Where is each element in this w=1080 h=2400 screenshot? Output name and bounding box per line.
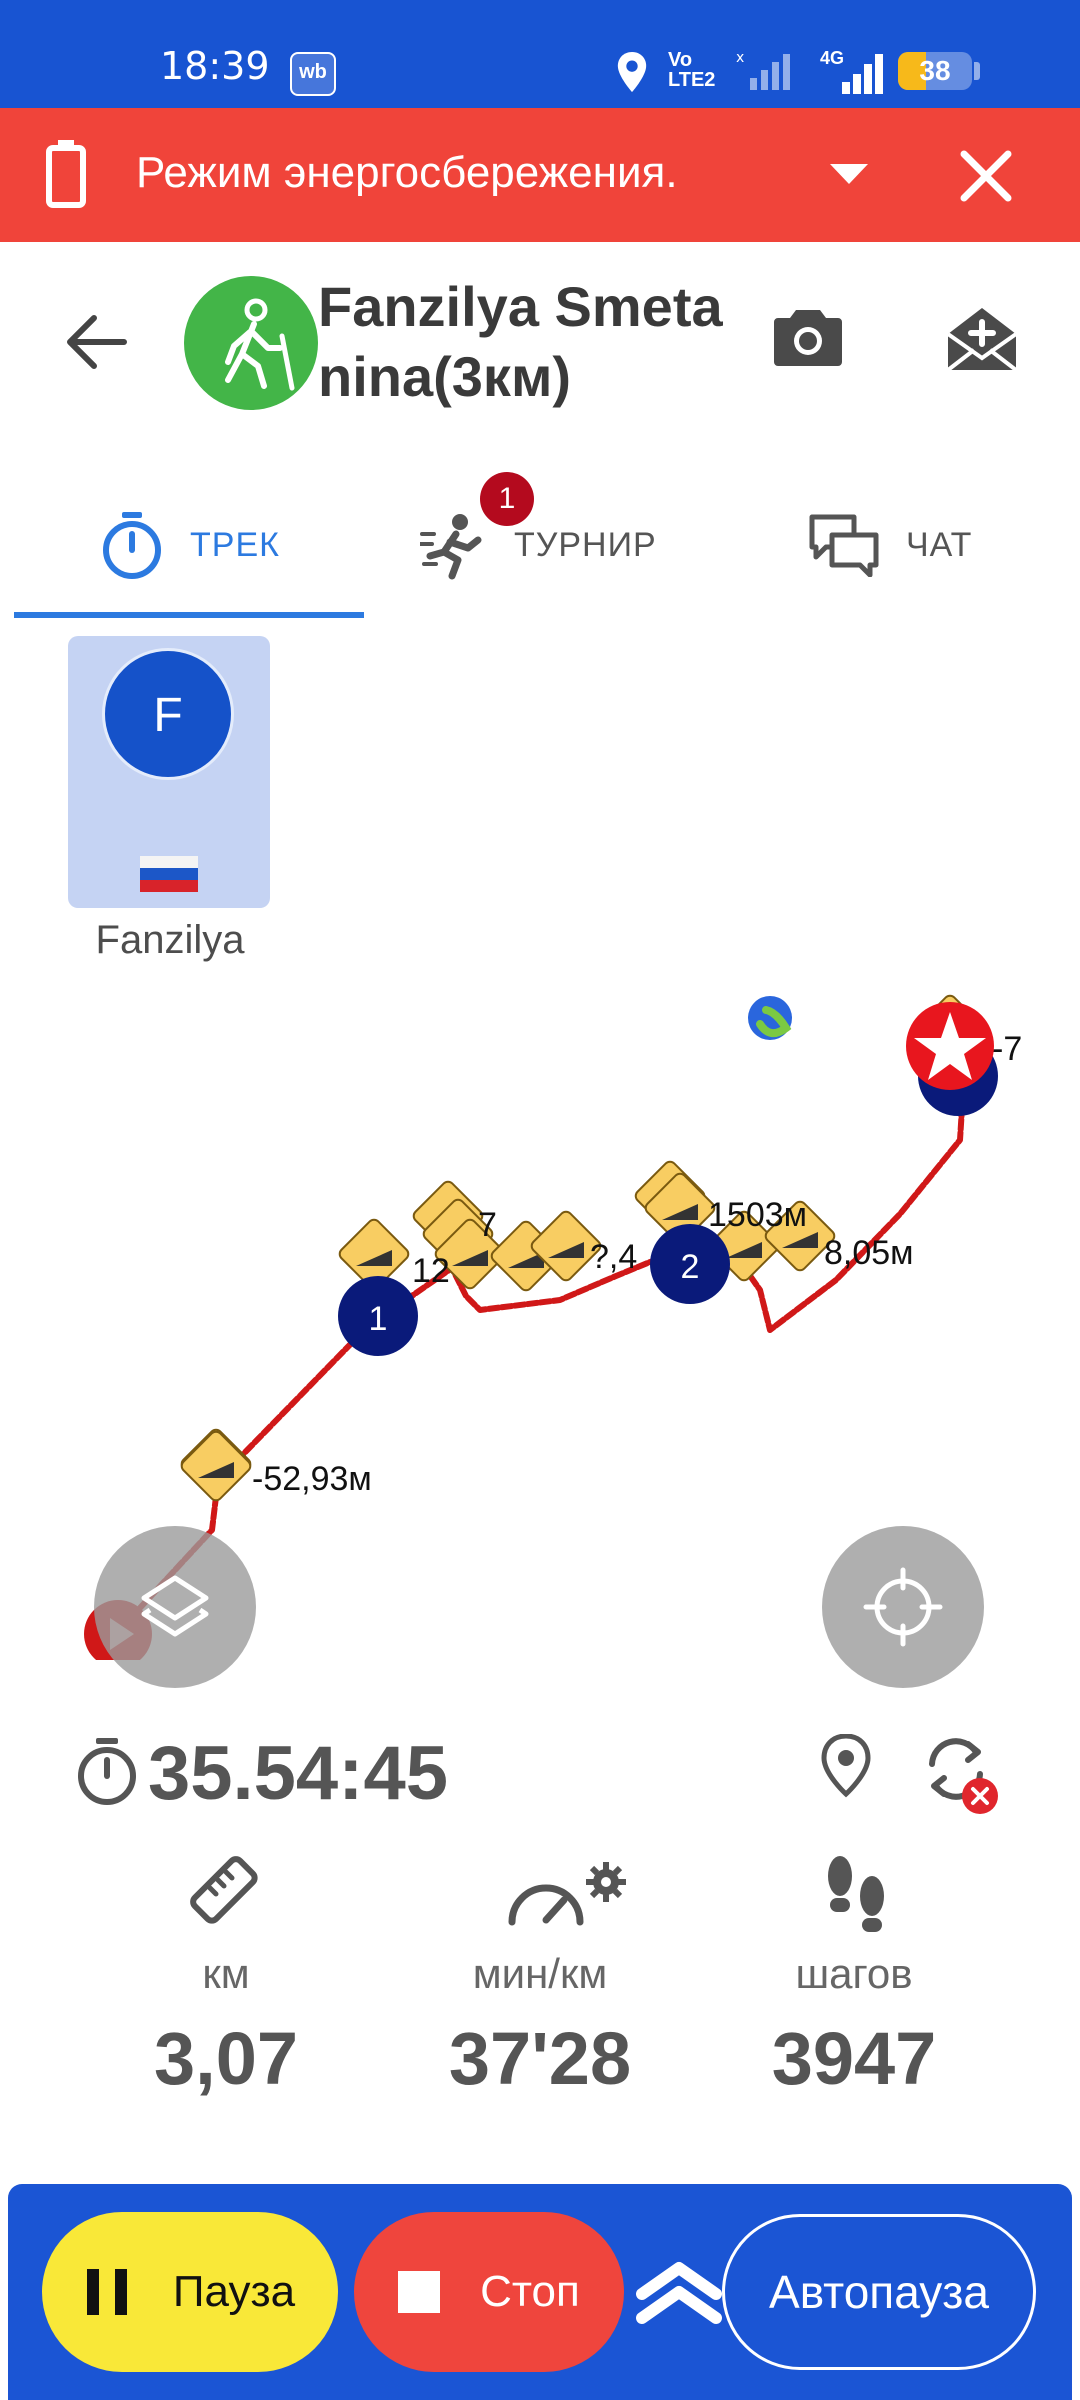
elevation-label: 1503м xyxy=(708,1196,807,1234)
stat-value-distance: 3,07 xyxy=(153,2017,299,2100)
layers-button[interactable] xyxy=(94,1526,256,1688)
elevation-labels: -52,93м 12 7 ?,4 1503м 8,05м -7 xyxy=(252,1030,1022,1498)
power-saving-text: Режим энергосбережения. xyxy=(136,148,678,197)
activity-avatar xyxy=(184,276,318,410)
split-marker[interactable]: 1 xyxy=(338,1276,418,1356)
tab-chat[interactable]: ЧАТ xyxy=(808,490,972,600)
network-type: 4G xyxy=(820,48,845,68)
participant-avatar: F xyxy=(102,648,234,780)
elevation-label: -52,93м xyxy=(252,1460,372,1498)
ruler-icon xyxy=(190,1856,258,1924)
battery-level: 38 xyxy=(919,55,951,86)
signal-icon xyxy=(842,54,883,94)
power-saving-banner[interactable] xyxy=(0,108,1080,242)
elevation-label: 7 xyxy=(478,1206,497,1244)
elevation-label: -7 xyxy=(992,1030,1022,1068)
stop-button[interactable]: Стоп xyxy=(354,2212,624,2372)
track-map[interactable]: -52,93м 12 7 ?,4 1503м 8,05м -7 1 2 xyxy=(0,960,1080,1660)
finish-star-icon[interactable] xyxy=(906,1002,994,1090)
elevation-markers xyxy=(180,994,986,1502)
split-marker-label: 2 xyxy=(681,1248,700,1286)
close-icon[interactable] xyxy=(956,146,1016,206)
volte-indicator: Vo LTE2 xyxy=(668,50,715,90)
stopwatch-icon xyxy=(78,1738,136,1805)
battery-fill xyxy=(898,52,927,90)
app-logo-icon xyxy=(748,996,792,1040)
camera-icon[interactable] xyxy=(772,306,844,368)
signal-icon: x xyxy=(736,50,790,90)
double-chevron-up-icon[interactable] xyxy=(636,2252,722,2332)
split-marker-label: 1 xyxy=(369,1300,388,1338)
stat-value-steps: 3947 xyxy=(771,2017,937,2100)
page-title: Fanzilya Smetanina(3км) xyxy=(318,275,723,408)
autopause-button[interactable]: Автопауза xyxy=(722,2214,1036,2370)
russia-flag-icon xyxy=(140,856,198,892)
stat-unit-pace: мин/км xyxy=(472,1950,608,1997)
tab-label: ТРЕК xyxy=(190,525,280,564)
locate-me-button[interactable] xyxy=(822,1526,984,1688)
stat-value-pace: 37'28 xyxy=(448,2017,632,2100)
stat-unit-distance: км xyxy=(202,1950,250,1997)
stop-icon xyxy=(398,2271,441,2313)
tab-label: ТУРНИР xyxy=(514,525,657,564)
layers-icon xyxy=(141,1575,209,1637)
pause-button[interactable]: Пауза xyxy=(42,2212,338,2372)
crosshair-icon xyxy=(863,1567,943,1647)
back-arrow-icon[interactable] xyxy=(64,312,128,372)
tab-track[interactable]: ТРЕК xyxy=(100,490,280,600)
gear-icon xyxy=(586,1862,626,1902)
split-marker[interactable]: 2 xyxy=(650,1224,730,1304)
map-pin-icon[interactable] xyxy=(818,1734,874,1798)
battery-icon: 38 xyxy=(898,52,972,90)
elevation-label: ?,4 xyxy=(590,1238,637,1276)
stop-label: Стоп xyxy=(480,2267,580,2316)
pause-icon xyxy=(86,2269,127,2315)
battery-outline-icon xyxy=(46,140,86,208)
stat-unit-steps: шагов xyxy=(795,1950,913,1997)
elevation-label: 12 xyxy=(412,1252,450,1290)
participant-name: Fanzilya xyxy=(95,918,245,962)
chat-bubbles-icon xyxy=(809,514,879,577)
notification-badge: 1 xyxy=(480,472,534,526)
footsteps-icon xyxy=(828,1856,884,1932)
running-man-icon xyxy=(420,514,482,580)
chevron-down-icon[interactable] xyxy=(830,164,868,184)
wb-app-icon: wb xyxy=(290,52,336,96)
elapsed-timer: 35.54:45 xyxy=(148,1731,449,1816)
volte-label: Vo xyxy=(668,49,693,71)
sync-disabled-icon[interactable] xyxy=(924,1734,1004,1814)
stopwatch-icon xyxy=(103,512,161,579)
tab-tournament[interactable]: ТУРНИР xyxy=(420,490,657,600)
speedometer-icon[interactable] xyxy=(506,1860,634,1928)
location-icon xyxy=(617,52,647,92)
tab-label: ЧАТ xyxy=(906,525,973,564)
status-time: 18:39 xyxy=(160,44,270,88)
battery-tip xyxy=(974,62,980,80)
elevation-label: 8,05м xyxy=(824,1234,914,1272)
svg-text:x: x xyxy=(736,50,744,66)
lte-label: LTE2 xyxy=(668,69,716,91)
invite-mail-icon[interactable] xyxy=(944,304,1020,374)
pause-label: Пауза xyxy=(172,2267,296,2316)
tab-indicator xyxy=(14,612,364,618)
hiking-icon xyxy=(225,298,295,391)
